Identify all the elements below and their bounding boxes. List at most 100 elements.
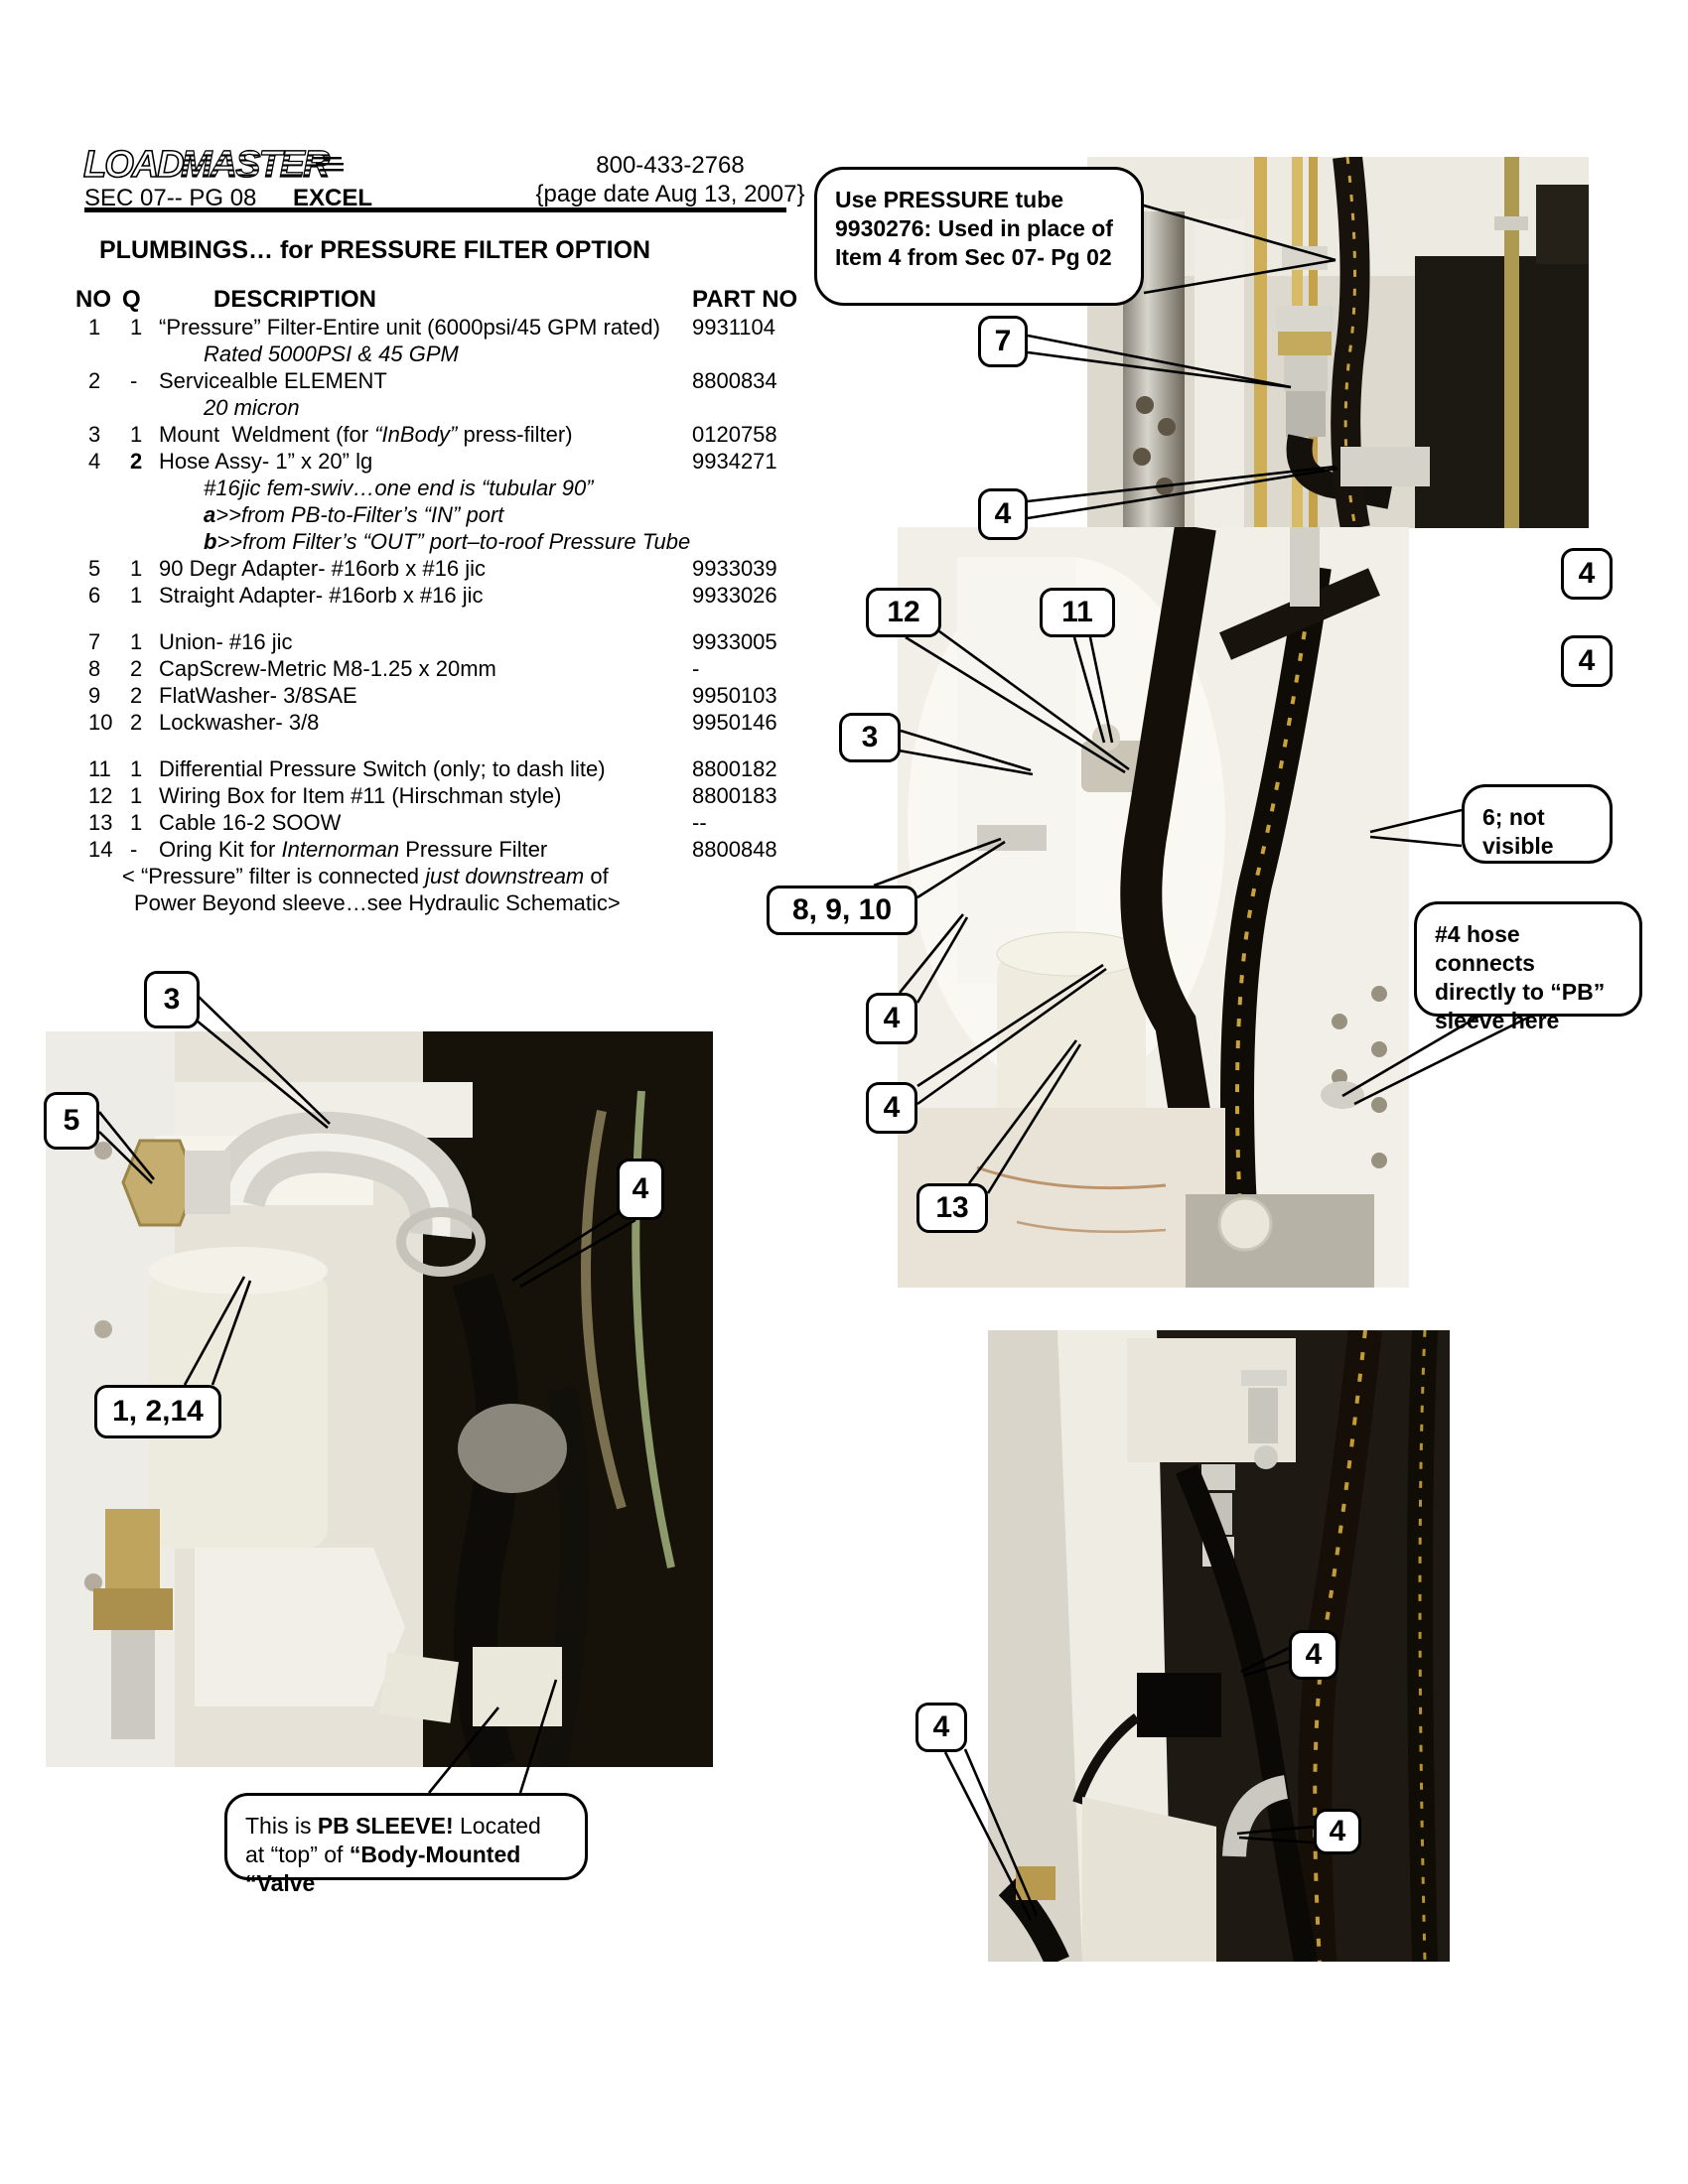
leader-line bbox=[900, 729, 1032, 772]
leader-line bbox=[1072, 636, 1106, 744]
part-subrow: a>>from PB-to-Filter’s “IN” port bbox=[84, 502, 938, 529]
part-qty-cell: 1 bbox=[130, 422, 143, 447]
item-label-3: 3 bbox=[144, 971, 200, 1028]
part-desc-cell: CapScrew-Metric M8-1.25 x 20mm bbox=[159, 656, 496, 681]
leader-line bbox=[183, 1276, 246, 1386]
text-segment: press-filter) bbox=[457, 422, 573, 447]
leader-line bbox=[1143, 258, 1336, 295]
part-no-cell: 1 bbox=[88, 315, 101, 340]
part-qty-cell: 1 bbox=[130, 556, 143, 581]
part-subrow: #16jic fem-swiv…one end is “tubular 90” bbox=[84, 476, 938, 502]
part-desc-cell: Servicealble ELEMENT bbox=[159, 368, 387, 393]
part-no-cell: 12 bbox=[88, 783, 113, 808]
item-label-7: 7 bbox=[978, 316, 1028, 367]
part-number-cell: -- bbox=[692, 810, 707, 835]
part-no-cell: 9 bbox=[88, 683, 101, 708]
part-qty-cell: - bbox=[130, 837, 138, 862]
text-segment: just downstream bbox=[425, 864, 585, 888]
section-page-number: SEC 07-- PG 08 bbox=[84, 185, 257, 211]
text-segment: < “Pressure” filter is connected bbox=[122, 864, 426, 888]
callout-line: visible bbox=[1482, 833, 1554, 859]
svg-text:MASTER: MASTER bbox=[181, 144, 331, 186]
text-segment: “Body-Mounted “Valve bbox=[245, 1842, 521, 1896]
leader-line bbox=[519, 1218, 636, 1289]
leader-line bbox=[1027, 465, 1336, 503]
leader-line bbox=[873, 837, 1002, 887]
item-label-4: 4 bbox=[1289, 1630, 1338, 1680]
part-no-cell: 4 bbox=[88, 449, 101, 474]
leader-line bbox=[211, 1280, 252, 1386]
leader-line bbox=[1027, 334, 1292, 389]
part-number-cell: 9950103 bbox=[692, 683, 777, 708]
part-qty-cell: 1 bbox=[130, 756, 143, 781]
part-number-cell: 8800183 bbox=[692, 783, 777, 808]
loadmaster-logo: LOAD MASTER bbox=[82, 143, 344, 187]
part-no-cell: 8 bbox=[88, 656, 101, 681]
part-no-cell: 2 bbox=[88, 368, 101, 393]
part-row-8: 8 2 CapScrew-Metric M8-1.25 x 20mm - bbox=[84, 656, 938, 683]
part-qty-cell: 2 bbox=[130, 656, 143, 681]
item-label-4: 4 bbox=[866, 993, 917, 1044]
part-no-cell: 11 bbox=[88, 756, 111, 781]
leader-line bbox=[518, 1679, 558, 1794]
part-row-14: 14-Oring Kit for Internorman Pressure Fi… bbox=[84, 837, 938, 864]
leader-line bbox=[915, 916, 969, 1004]
leader-line bbox=[1341, 1013, 1482, 1098]
text-segment: “InBody” bbox=[374, 422, 458, 447]
text-segment: PB SLEEVE! bbox=[317, 1813, 454, 1839]
item-label-13: 13 bbox=[916, 1183, 988, 1233]
part-no-cell: 10 bbox=[88, 710, 113, 735]
part-number-cell: 8800848 bbox=[692, 837, 777, 862]
part-desc-cell: Mount Weldment (for “InBody” press-filte… bbox=[159, 422, 573, 448]
item-label-4: 4 bbox=[1561, 548, 1613, 600]
leader-line bbox=[198, 996, 331, 1125]
leader-line bbox=[916, 840, 1006, 899]
part-number-cell: - bbox=[692, 656, 700, 681]
item-label-4: 4 bbox=[866, 1082, 917, 1134]
leader-line bbox=[916, 963, 1104, 1088]
part-sub-note: #16jic fem-swiv…one end is “tubular 90” bbox=[204, 476, 594, 500]
text-segment: Located bbox=[453, 1813, 541, 1839]
callout-line: 6; not bbox=[1482, 804, 1545, 830]
part-desc-cell: Hose Assy- 1” x 20” lg bbox=[159, 449, 373, 474]
part-desc-cell: Straight Adapter- #16orb x #16 jic bbox=[159, 583, 484, 608]
leader-line bbox=[1088, 636, 1114, 744]
part-qty-cell: 1 bbox=[130, 583, 143, 608]
leader-line bbox=[938, 629, 1130, 771]
phone-number: 800-433-2768 bbox=[596, 152, 745, 179]
part-desc-cell: Oring Kit for Internorman Pressure Filte… bbox=[159, 837, 547, 863]
part-qty-cell: 1 bbox=[130, 315, 143, 340]
leader-line bbox=[967, 1039, 1078, 1184]
part-number-cell: 9950146 bbox=[692, 710, 777, 735]
item-label-4: 4 bbox=[978, 488, 1028, 540]
callout-line: 9930276: Used in place of bbox=[835, 215, 1113, 241]
part-desc-cell: 90 Degr Adapter- #16orb x #16 jic bbox=[159, 556, 486, 581]
callout-line: Use PRESSURE tube bbox=[835, 187, 1064, 212]
item-label-3: 3 bbox=[839, 713, 901, 762]
text-segment: Pressure Filter bbox=[399, 837, 548, 862]
pressure-tube-note: Use PRESSURE tube 9930276: Used in place … bbox=[814, 167, 1144, 306]
leader-line bbox=[916, 967, 1107, 1106]
item-label-4: 4 bbox=[617, 1159, 664, 1220]
part-qty-cell: 2 bbox=[130, 449, 143, 474]
col-qty: Q bbox=[122, 286, 141, 313]
leader-line bbox=[1238, 1836, 1315, 1844]
part-number-cell: 9933039 bbox=[692, 556, 777, 581]
leader-line bbox=[98, 1131, 153, 1184]
item-label-1-2-14: 1, 2,14 bbox=[94, 1385, 221, 1438]
part-subrow: 20 micron bbox=[84, 395, 938, 422]
text-segment: Oring Kit for bbox=[159, 837, 282, 862]
page-title: PLUMBINGS… for PRESSURE FILTER OPTION bbox=[99, 236, 651, 264]
part-qty-cell: 2 bbox=[130, 710, 143, 735]
model-name: EXCEL bbox=[293, 185, 373, 211]
